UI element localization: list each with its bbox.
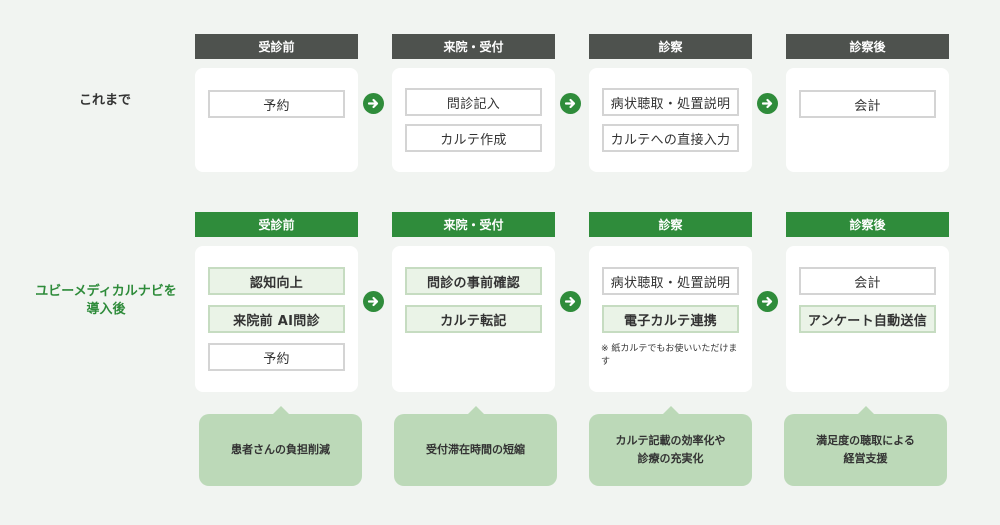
after-header-exam: 診察 [589,212,752,237]
benefit-bubble-patient-burden: 患者さんの負担削減 [199,406,362,486]
before-header-reception: 来院・受付 [392,34,555,59]
before-box-payment: 会計 [799,90,936,118]
benefit-text: 患者さんの負担削減 [231,443,330,456]
arrow-right-circle-icon [363,291,384,312]
after-box-auto-survey: アンケート自動送信 [799,305,936,333]
before-box-questionnaire: 問診記入 [405,88,542,116]
after-box-chart-transcription: カルテ転記 [405,305,542,333]
after-note-paper-chart: ※ 紙カルテでもお使いいただけます [601,344,738,367]
before-card-pre-visit: 予約 [195,68,358,172]
benefit-bubble-chart-efficiency: カルテ記載の効率化や 診療の充実化 [589,406,752,486]
before-header-pre-visit: 受診前 [195,34,358,59]
after-box-reservation: 予約 [208,343,345,371]
after-card-post-exam: 会計 アンケート自動送信 [786,246,949,392]
after-card-reception: 問診の事前確認 カルテ転記 [392,246,555,392]
benefit-text: カルテ記載の効率化や 診療の充実化 [615,434,726,465]
row-label-after: ユビーメディカルナビを 導入後 [20,283,192,319]
after-header-pre-visit: 受診前 [195,212,358,237]
after-card-pre-visit: 認知向上 来院前 AI問診 予約 [195,246,358,392]
before-box-reservation: 予約 [208,90,345,118]
before-header-post-exam: 診察後 [786,34,949,59]
before-box-hearing: 病状聴取・処置説明 [602,88,739,116]
before-box-chart-creation: カルテ作成 [405,124,542,152]
arrow-right-circle-icon [757,291,778,312]
after-box-hearing: 病状聴取・処置説明 [602,267,739,295]
benefit-bubble-management-support: 満足度の聴取による 経営支援 [784,406,947,486]
arrow-right-circle-icon [363,93,384,114]
row-label-before: これまで [78,93,131,108]
after-box-payment: 会計 [799,267,936,295]
before-card-reception: 問診記入 カルテ作成 [392,68,555,172]
row-label-after-text: ユビーメディカルナビを 導入後 [35,284,177,317]
arrow-right-circle-icon [757,93,778,114]
after-header-reception: 来院・受付 [392,212,555,237]
before-card-post-exam: 会計 [786,68,949,172]
before-box-direct-input: カルテへの直接入力 [602,124,739,152]
after-header-post-exam: 診察後 [786,212,949,237]
benefit-bubble-wait-time: 受付滞在時間の短縮 [394,406,557,486]
benefit-text: 満足度の聴取による 経営支援 [816,434,915,465]
benefit-text: 受付滞在時間の短縮 [426,443,525,456]
after-box-ai-questionnaire: 来院前 AI問診 [208,305,345,333]
after-box-pre-check: 問診の事前確認 [405,267,542,295]
after-card-exam: 病状聴取・処置説明 電子カルテ連携 ※ 紙カルテでもお使いいただけます [589,246,752,392]
after-box-awareness: 認知向上 [208,267,345,295]
before-card-exam: 病状聴取・処置説明 カルテへの直接入力 [589,68,752,172]
arrow-right-circle-icon [560,291,581,312]
after-box-emr-integration: 電子カルテ連携 [602,305,739,333]
arrow-right-circle-icon [560,93,581,114]
before-header-exam: 診察 [589,34,752,59]
